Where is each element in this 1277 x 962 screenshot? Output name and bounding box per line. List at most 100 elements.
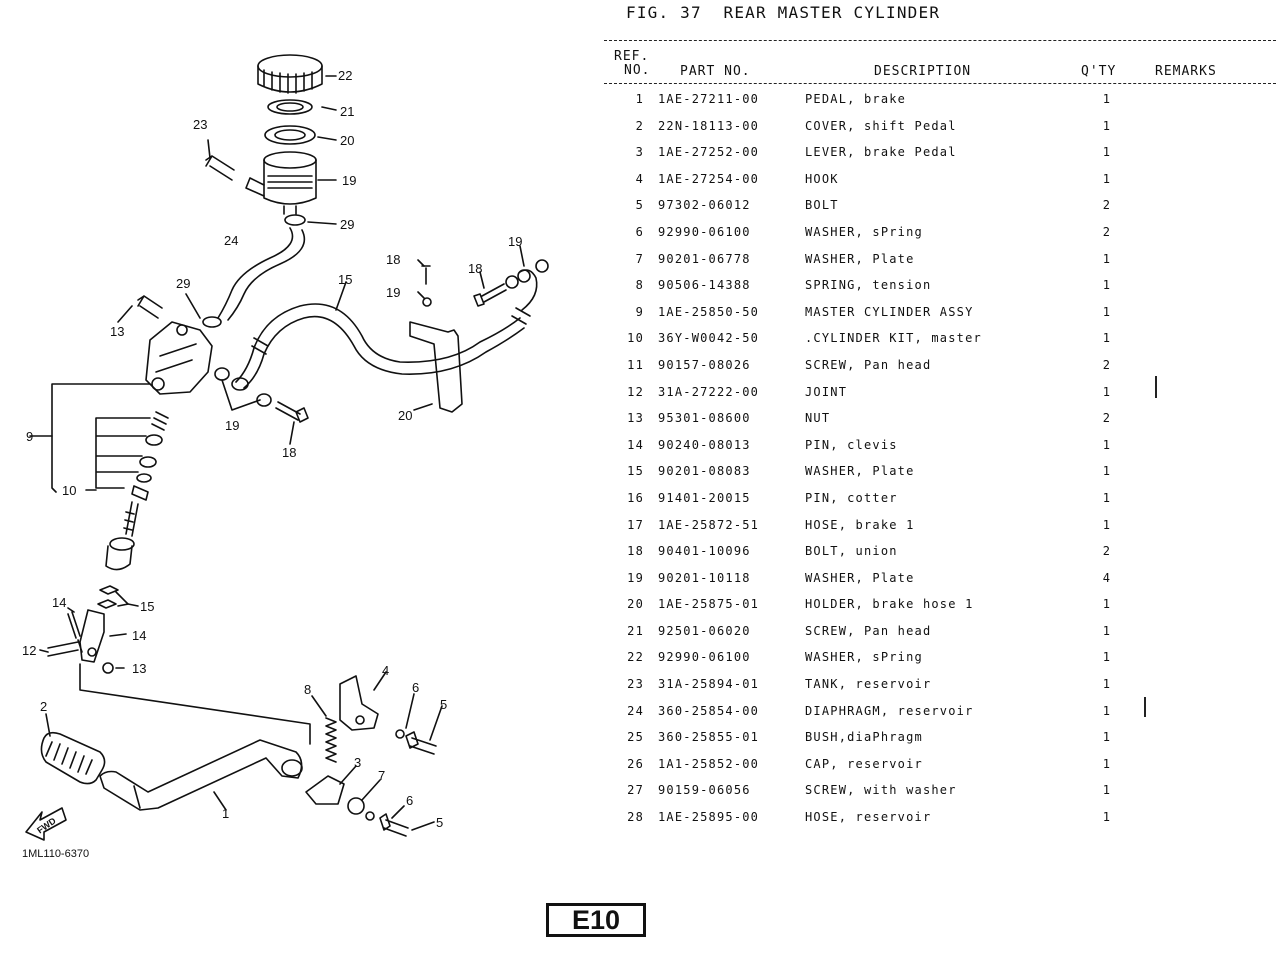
description-cell: SPRING, tension [805, 278, 932, 293]
callout-label: 13 [110, 324, 124, 339]
screw-27-drawing [205, 155, 235, 181]
parts-table-body: 1 1AE-27211-00 PEDAL, brake 1 2 22N-18113-00 C… [612, 88, 1272, 833]
part-no-cell: 36Y-W0042-50 [658, 331, 760, 346]
part-no-cell: 95301-08600 [658, 411, 751, 426]
drawing-number: 1ML110-6370 [22, 848, 90, 860]
description-cell: LEVER, brake Pedal [805, 145, 957, 160]
ref-no-cell: 27 [627, 783, 644, 798]
qty-cell: 1 [1102, 703, 1112, 718]
ref-no-cell: 22 [627, 650, 644, 665]
part-no-cell: 360-25854-00 [658, 703, 760, 718]
callout-label: 15 [338, 272, 352, 287]
ref-no-cell: 5 [635, 198, 644, 213]
description-cell: HOOK [805, 171, 839, 186]
part-no-cell: 90159-06056 [658, 783, 751, 798]
part-no-cell: 1AE-27252-00 [658, 145, 760, 160]
description-cell: WASHER, sPring [805, 650, 923, 665]
reservoir-cap-drawing [257, 54, 323, 94]
description-cell: TANK, reservoir [805, 677, 932, 692]
qty-header: Q'TY [1081, 64, 1117, 79]
description-cell: WASHER, Plate [805, 251, 915, 266]
callout-label: 19 [508, 234, 522, 249]
callout-label: 29 [340, 217, 354, 232]
qty-cell: 1 [1102, 783, 1112, 798]
callout-label: 18 [282, 445, 296, 460]
table-row: 27 90159-06056 SCREW, with washer 1 [612, 779, 1272, 806]
qty-cell: 1 [1102, 730, 1112, 745]
qty-cell: 1 [1102, 437, 1112, 452]
diaphragm-bush-drawing [267, 99, 313, 115]
callout-label: 19 [386, 285, 400, 300]
qty-cell: 1 [1102, 756, 1112, 771]
exploded-parts-diagram: 22 21 20 23 19 29 24 18 19 18 19 15 29 1… [22, 54, 549, 841]
part-no-cell: 1A1-25852-00 [658, 756, 760, 771]
qty-cell: 2 [1102, 198, 1112, 213]
callout-label: 12 [22, 643, 36, 658]
qty-cell: 1 [1102, 464, 1112, 479]
part-no-cell: 91401-20015 [658, 490, 751, 505]
qty-cell: 1 [1102, 810, 1112, 825]
callout-label: 9 [26, 429, 33, 444]
qty-cell: 1 [1102, 331, 1112, 346]
callout-label: 3 [354, 755, 361, 770]
qty-cell: 1 [1102, 650, 1112, 665]
description-cell: BOLT, union [805, 544, 898, 559]
ref-no-cell: 9 [635, 304, 644, 319]
description-cell: WASHER, sPring [805, 224, 923, 239]
callout-label: 13 [132, 661, 146, 676]
ref-no-cell: 1 [635, 92, 644, 106]
callout-label: 6 [412, 680, 419, 695]
description-cell: HOSE, reservoir [805, 810, 932, 825]
callout-label: 6 [406, 793, 413, 808]
callout-label: 10 [62, 483, 76, 498]
callout-label: 18 [468, 261, 482, 276]
ref-no-cell: 4 [635, 171, 644, 186]
description-cell: BOLT [805, 198, 839, 213]
ref-no-cell: 11 [627, 357, 644, 372]
part-no-cell: 90401-10096 [658, 544, 751, 559]
callout-label: 21 [340, 104, 354, 119]
callout-label: 24 [224, 233, 238, 248]
description-cell: COVER, shift Pedal [805, 118, 957, 133]
ref-no-cell: 26 [627, 756, 644, 771]
description-cell: SCREW, with washer [805, 783, 957, 798]
part-no-cell: 360-25855-01 [658, 730, 760, 745]
description-header: DESCRIPTION [874, 64, 972, 79]
callout-label: 7 [378, 768, 385, 783]
part-no-cell: 1AE-27211-00 [658, 92, 760, 106]
qty-cell: 1 [1102, 517, 1112, 532]
description-cell: PEDAL, brake [805, 92, 907, 106]
part-no-cell: 90506-14388 [658, 278, 751, 293]
part-no-cell: 90157-08026 [658, 357, 751, 372]
qty-cell: 1 [1102, 677, 1112, 692]
ref-no-cell: 16 [627, 490, 644, 505]
shift-pedal-cover-drawing [40, 731, 106, 785]
description-cell: PIN, cotter [805, 490, 898, 505]
ref-no-cell: 7 [635, 251, 644, 266]
ref-no-cell: 10 [627, 331, 644, 346]
part-no-header: PART NO. [680, 64, 751, 79]
ref-no-cell: 3 [635, 145, 644, 160]
ref-no-cell: 14 [627, 437, 644, 452]
ref-header-line1: REF. [614, 49, 650, 64]
part-no-cell: 31A-25894-01 [658, 677, 760, 692]
callout-label: 8 [304, 682, 311, 697]
part-no-cell: 22N-18113-00 [658, 118, 760, 133]
qty-cell: 1 [1102, 92, 1112, 106]
